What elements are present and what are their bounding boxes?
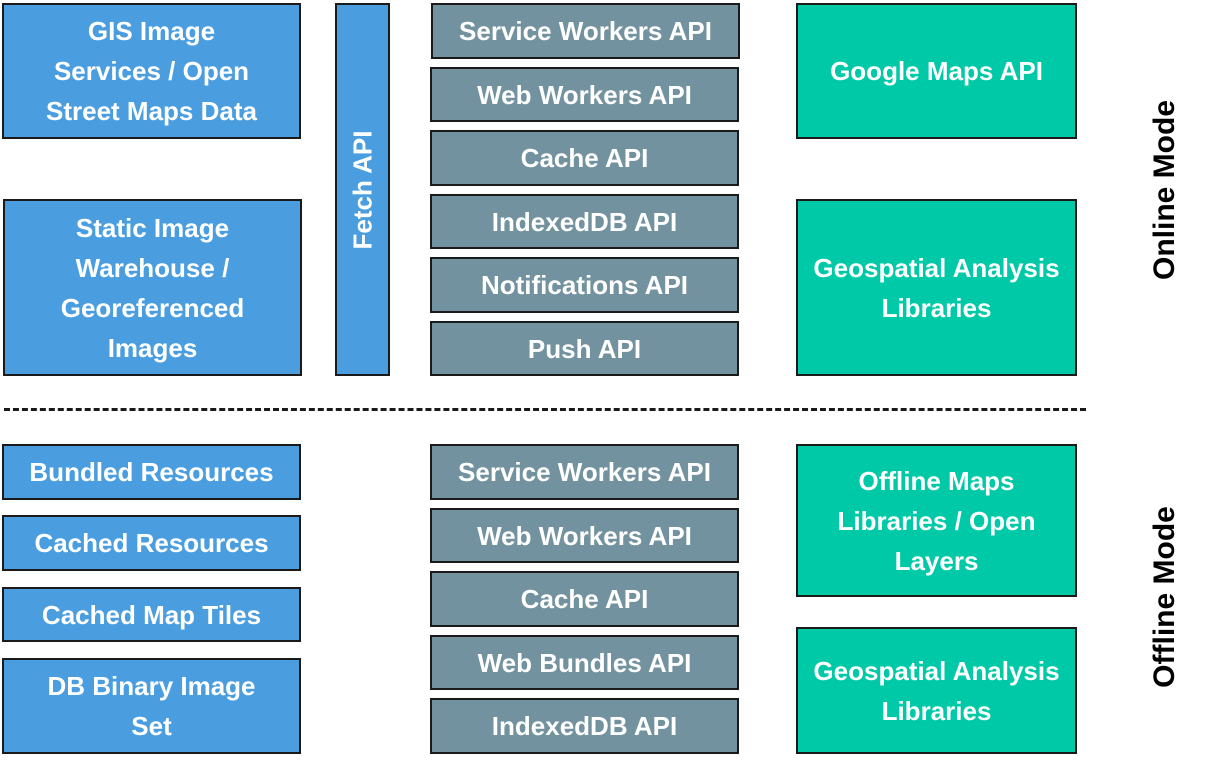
offline-source-label: DB Binary Image Set xyxy=(47,671,256,741)
offline-geospatial-libraries-box: Geospatial Analysis Libraries xyxy=(796,627,1077,754)
offline-api-label: Service Workers API xyxy=(458,457,711,487)
offline-source-label: Cached Map Tiles xyxy=(41,599,262,630)
static-image-warehouse-box: Static Image Warehouse / Georeferenced I… xyxy=(3,199,302,376)
offline-source-label: Cached Resources xyxy=(34,528,269,558)
online-mode-label: Online Mode xyxy=(1148,100,1181,280)
online-geospatial-libraries-box: Geospatial Analysis Libraries xyxy=(796,199,1077,376)
online-api-label: Web Workers API xyxy=(477,79,692,110)
online-api-label: Push API xyxy=(527,333,642,364)
online-api-label: IndexedDB API xyxy=(491,206,678,237)
online-service-workers-api-box: Service Workers API xyxy=(431,3,740,59)
online-notifications-api-box: Notifications API xyxy=(430,257,739,313)
static-image-warehouse-label: Static Image Warehouse / Georeferenced I… xyxy=(60,212,245,363)
offline-api-label: Web Bundles API xyxy=(477,647,692,678)
google-maps-api-box: Google Maps API xyxy=(796,3,1077,139)
online-geospatial-libraries-label: Geospatial Analysis Libraries xyxy=(813,252,1060,323)
offline-web-workers-api-box: Web Workers API xyxy=(430,508,739,563)
cached-resources-box: Cached Resources xyxy=(2,515,301,571)
fetch-api-label: Fetch API xyxy=(347,130,378,249)
gis-image-services-label: GIS Image Services / Open Street Maps Da… xyxy=(46,16,257,126)
mode-divider-dashed-line xyxy=(4,408,1086,411)
online-api-label: Notifications API xyxy=(480,270,689,300)
offline-service-workers-api-box: Service Workers API xyxy=(430,444,739,500)
cached-map-tiles-box: Cached Map Tiles xyxy=(2,587,301,642)
online-cache-api-box: Cache API xyxy=(430,130,739,186)
offline-maps-libraries-box: Offline Maps Libraries / Open Layers xyxy=(796,444,1077,597)
fetch-api-box: Fetch API xyxy=(335,3,390,376)
online-indexeddb-api-box: IndexedDB API xyxy=(430,194,739,249)
bundled-resources-box: Bundled Resources xyxy=(2,444,301,500)
google-maps-api-label: Google Maps API xyxy=(830,56,1043,86)
offline-geospatial-libraries-label: Geospatial Analysis Libraries xyxy=(813,655,1060,726)
offline-api-label: Cache API xyxy=(520,584,649,614)
offline-indexeddb-api-box: IndexedDB API xyxy=(430,698,739,754)
offline-source-label: Bundled Resources xyxy=(29,457,274,487)
gis-image-services-box: GIS Image Services / Open Street Maps Da… xyxy=(2,3,301,139)
online-api-label: Service Workers API xyxy=(459,16,712,46)
offline-web-bundles-api-box: Web Bundles API xyxy=(430,635,739,690)
online-web-workers-api-box: Web Workers API xyxy=(430,67,739,122)
online-api-label: Cache API xyxy=(520,143,649,173)
offline-cache-api-box: Cache API xyxy=(430,571,739,627)
online-push-api-box: Push API xyxy=(430,321,739,376)
offline-api-label: IndexedDB API xyxy=(491,711,678,741)
offline-api-label: Web Workers API xyxy=(477,520,692,551)
offline-mode-label: Offline Mode xyxy=(1148,506,1181,688)
db-binary-image-set-box: DB Binary Image Set xyxy=(2,658,301,754)
offline-maps-libraries-label: Offline Maps Libraries / Open Layers xyxy=(837,465,1036,576)
